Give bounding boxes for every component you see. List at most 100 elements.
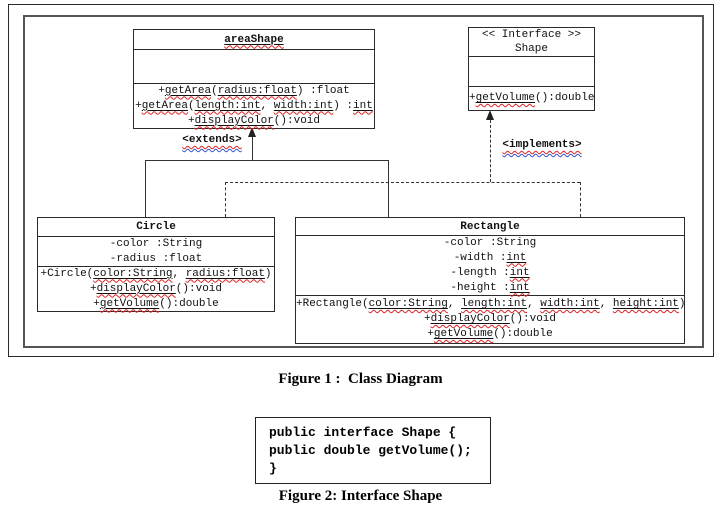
- uml-token: int: [506, 251, 527, 264]
- uml-token: ): [678, 298, 686, 310]
- uml-token: height:int: [612, 298, 679, 310]
- uml-method-line: +displayColor():void: [38, 282, 274, 297]
- uml-attribute-line: -radius :float: [38, 252, 274, 267]
- uml-attribute-line: -length :int: [296, 266, 684, 281]
- uml-token: ,: [260, 99, 274, 112]
- uml-title-line: << Interface >>: [469, 28, 594, 42]
- class-box-circle: Circle -color :String -radius :float +Circl…: [37, 217, 275, 312]
- uml-token: ) :: [333, 99, 354, 112]
- uml-token: +: [93, 297, 100, 310]
- uml-method-line: +getVolume():double: [469, 91, 594, 106]
- uml-token: (: [187, 99, 195, 112]
- uml-token: -color :String: [109, 237, 203, 250]
- uml-title-line: Circle: [38, 220, 274, 234]
- squiggle-red: length:int: [195, 100, 261, 112]
- squiggle-red: radius:float: [218, 85, 297, 97]
- uml-method-line: +getArea(radius:float) :float: [134, 84, 374, 99]
- class-attribute-section: -color :String-width :int-length :int-he…: [296, 235, 684, 295]
- uml-attribute-line: -color :String: [296, 236, 684, 251]
- figure1-caption: Figure 1 : Class Diagram: [278, 371, 443, 387]
- squiggle-red: getArea: [142, 100, 188, 112]
- uml-token: -color :String: [443, 236, 537, 249]
- uml-token: Circle: [136, 221, 176, 233]
- implements-line-circle: [225, 182, 226, 217]
- uml-token: +: [423, 313, 431, 325]
- implements-label: <implements>: [502, 139, 582, 151]
- uml-token: getArea: [164, 84, 212, 97]
- implements-bus-line: [225, 182, 580, 183]
- uml-token: int: [509, 281, 530, 294]
- uml-token: Rectangle: [460, 220, 520, 233]
- class-attribute-section: -color :String -radius :float: [38, 236, 274, 266]
- uml-token: ():double: [535, 92, 595, 104]
- uml-token: displayColor: [96, 282, 176, 295]
- squiggle-red: getVolume: [476, 92, 535, 104]
- uml-token: ,: [599, 298, 613, 310]
- figure2-code-box: public interface Shape { public double g…: [255, 417, 491, 484]
- squiggle-red: getArea: [165, 85, 211, 97]
- squiggle-red: int: [507, 252, 527, 264]
- squiggle-red: int: [353, 100, 373, 112]
- squiggle-red: int: [510, 267, 530, 279]
- squiggle-red: length:int: [461, 298, 527, 310]
- uml-token: width:int: [273, 99, 334, 112]
- uml-token: ,: [447, 298, 462, 310]
- class-method-section: +Rectangle(color:String, length:int, wid…: [296, 295, 686, 343]
- uml-token: displayColor: [194, 114, 274, 127]
- extends-arrow-shaft: [252, 136, 253, 160]
- uml-token: -radius :float: [109, 252, 203, 265]
- uml-method-line: +Rectangle(color:String, length:int, wid…: [296, 297, 686, 312]
- uml-token: getVolume: [433, 328, 494, 340]
- uml-title-line: Rectangle: [296, 220, 684, 234]
- uml-token: length:int: [194, 99, 261, 112]
- uml-token: color:String: [368, 298, 448, 310]
- uml-token: +Rectangle(: [296, 298, 369, 310]
- class-attribute-section: [134, 49, 374, 83]
- class-attribute-section: [469, 56, 594, 86]
- uml-token: radius:float: [217, 84, 297, 97]
- implements-arrow-shaft: [490, 120, 491, 182]
- uml-method-line: +Circle(color:String, radius:float): [38, 267, 274, 282]
- uml-token: radius:float: [185, 267, 265, 280]
- class-method-section: +Circle(color:String, radius:float)+disp…: [38, 266, 274, 311]
- uml-token: getVolume: [99, 297, 160, 310]
- uml-token: getVolume: [475, 92, 536, 104]
- squiggle-red: int: [510, 282, 530, 294]
- uml-token: -length :: [450, 266, 510, 279]
- squiggle-red: color:String: [369, 298, 448, 310]
- implements-line-rectangle: [580, 182, 581, 217]
- uml-method-line: +getVolume():double: [296, 327, 684, 342]
- uml-token: ,: [527, 298, 541, 310]
- uml-token: ():void: [175, 282, 223, 295]
- class-box-rectangle: Rectangle-color :String-width :int-lengt…: [295, 217, 686, 344]
- squiggle-red: height:int: [613, 298, 679, 310]
- class-box-shape: << Interface >>Shape+getVolume():double: [468, 27, 595, 111]
- uml-token: +: [135, 99, 142, 112]
- figure1-diagram-canvas: [23, 15, 704, 348]
- class-title-section: Rectangle: [296, 218, 684, 235]
- uml-attribute-line: -height :int: [296, 281, 684, 296]
- figure2-caption: Figure 2: Interface Shape: [278, 488, 443, 504]
- uml-token: displayColor: [430, 313, 510, 325]
- class-box-areaShape: areaShape+getArea(radius:float) :float+g…: [133, 29, 375, 129]
- uml-token: width:int: [540, 298, 600, 310]
- squiggle-red: width:int: [274, 100, 333, 112]
- figure1-outer-border: [8, 4, 714, 357]
- uml-token: -width :: [453, 251, 507, 264]
- class-title-section: Circle: [38, 218, 274, 236]
- uml-token: areaShape: [224, 33, 284, 46]
- squiggle-red: getVolume: [100, 298, 159, 310]
- uml-token: int: [509, 266, 530, 279]
- uml-token: length:int: [461, 298, 528, 310]
- uml-token: ():double: [493, 328, 553, 340]
- extends-line-rectangle: [388, 160, 389, 217]
- uml-title-line: areaShape: [134, 33, 374, 47]
- squiggle-red: width:int: [540, 298, 599, 310]
- realization-arrowhead-icon: [486, 110, 494, 120]
- class-method-section: +getVolume():double: [469, 86, 594, 110]
- uml-method-line: +displayColor():void: [296, 312, 684, 327]
- uml-attribute-line: -color :String: [38, 237, 274, 252]
- squiggle-red: radius:float: [186, 268, 265, 280]
- uml-token: (: [211, 84, 218, 97]
